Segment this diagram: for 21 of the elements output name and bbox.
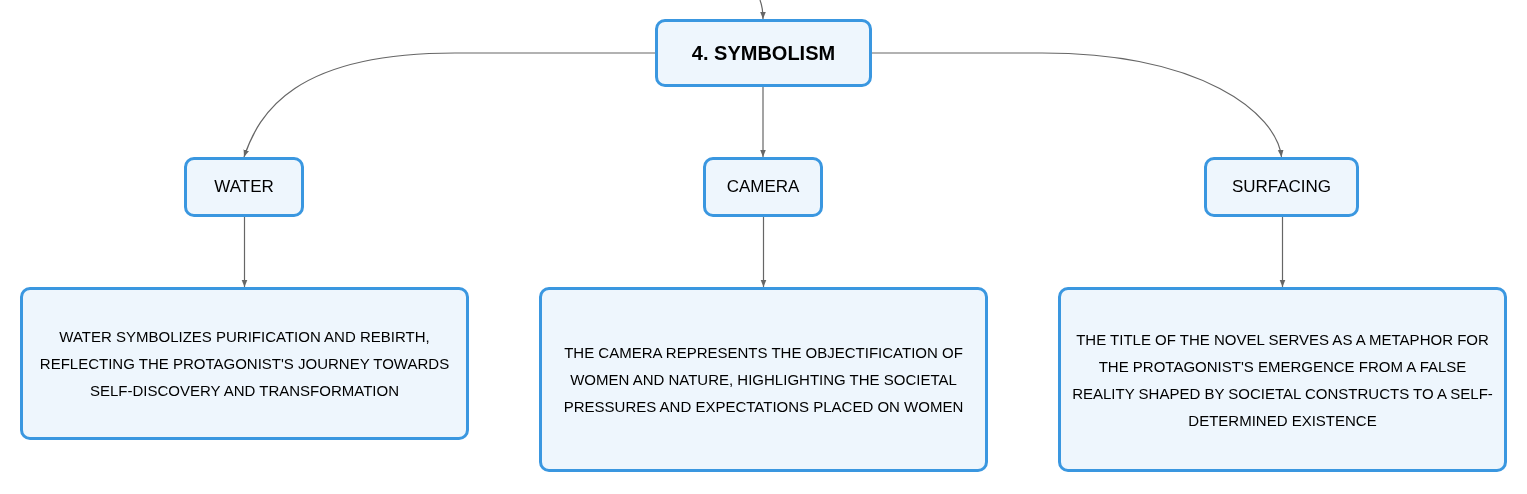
arrow (759, 0, 766, 20)
description-box (20, 287, 469, 440)
subtopic-box (184, 157, 304, 217)
arrow (1279, 216, 1286, 288)
arrow (760, 216, 767, 288)
topic-label: SURFACING (1231, 176, 1332, 199)
topic-label: CAMERA (726, 176, 800, 199)
description-text: WATER SYMBOLIZES PURIFICATION AND REBIRTH, REFLECTING THE PROTAGONIST'S JOURNEY TOWARDS SELF-DISCOVERY AND TRANSFORMATION (38, 327, 451, 401)
arrow (243, 52, 656, 158)
topic-box (655, 19, 872, 87)
topic-label: WATER (214, 176, 274, 199)
arrow (871, 52, 1283, 158)
subtopic-box (703, 157, 823, 217)
description-box (539, 287, 988, 472)
description-text: THE TITLE OF THE NOVEL SERVES AS A METAPHOR FOR THE PROTAGONIST'S EMERGENCE FROM A FALSE REALITY SHAPED BY SOCIETAL CONSTRUCTS TO A SELF-DETERMINED EXISTENCE (1071, 329, 1494, 431)
arrow (241, 216, 248, 288)
topic-label: 4. SYMBOLISM (691, 41, 836, 66)
subtopic-box (1204, 157, 1359, 217)
description-box (1058, 287, 1507, 472)
arrow (760, 86, 766, 158)
description-text: THE CAMERA REPRESENTS THE OBJECTIFICATION OF WOMEN AND NATURE, HIGHLIGHTING THE SOCIETAL PRESSURES AND EXPECTATIONS PLACED ON WOMEN (562, 343, 965, 417)
